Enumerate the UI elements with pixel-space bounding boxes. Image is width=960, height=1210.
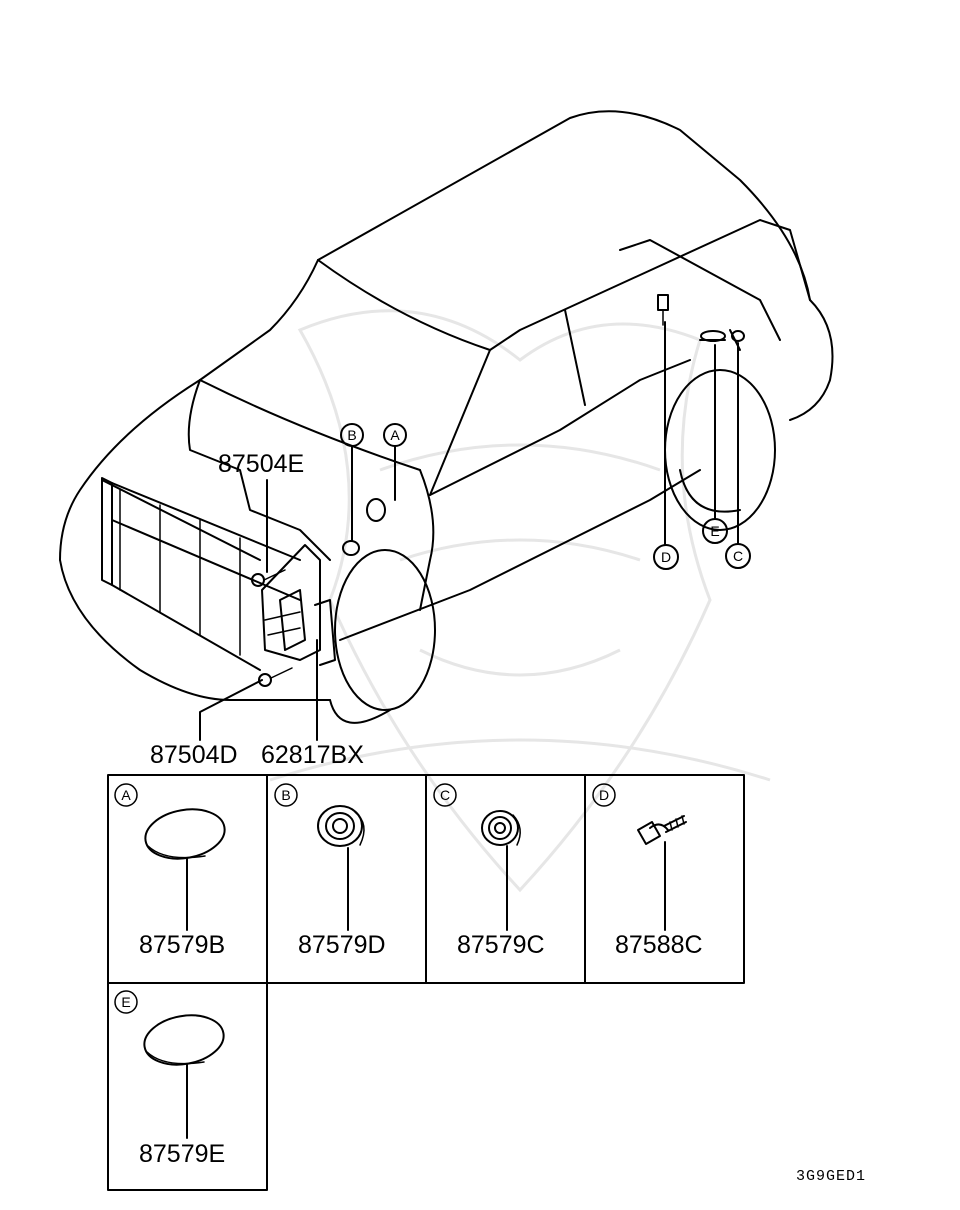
svg-text:C: C	[440, 787, 450, 803]
svg-text:D: D	[661, 549, 671, 565]
svg-text:A: A	[390, 427, 400, 443]
callout-a: A	[383, 423, 407, 447]
detail-box-c: C 87579C	[433, 783, 545, 959]
diagram-code: 3G9GED1	[796, 1168, 866, 1185]
callout-c: C	[725, 543, 751, 569]
callout-e: E	[702, 518, 728, 544]
part-label-62817bx: 62817BX	[261, 741, 364, 769]
detail-box-d: D 87588C	[592, 783, 703, 959]
part-label-87504e: 87504E	[218, 450, 304, 478]
vehicle-outline	[59, 110, 834, 724]
detail-grid	[107, 774, 745, 1191]
detail-box-b: B 87579D	[274, 783, 386, 959]
leader-lines	[199, 321, 739, 741]
part-number: 87579B	[139, 931, 225, 959]
svg-text:D: D	[599, 787, 609, 803]
svg-text:B: B	[347, 427, 356, 443]
part-number: 87579D	[298, 931, 386, 959]
svg-text:E: E	[710, 523, 719, 539]
detail-box-e: E 87579E	[114, 990, 225, 1168]
callout-b: B	[340, 423, 364, 447]
part-label-87504d: 87504D	[150, 741, 238, 769]
grommet-icon	[317, 805, 365, 847]
part-number: 87588C	[615, 931, 703, 959]
detail-box-a: A 87579B	[114, 783, 226, 959]
bolt-icon	[637, 815, 687, 845]
svg-text:A: A	[121, 787, 131, 803]
svg-text:E: E	[121, 994, 130, 1010]
part-number: 87579C	[457, 931, 545, 959]
svg-text:C: C	[733, 548, 743, 564]
callout-d: D	[653, 544, 679, 570]
grommet-icon	[481, 810, 521, 846]
oval-plug-icon	[144, 808, 226, 860]
part-number: 87579E	[139, 1140, 225, 1168]
watermark	[269, 309, 771, 893]
oval-plug-icon	[143, 1014, 225, 1066]
svg-text:B: B	[281, 787, 290, 803]
